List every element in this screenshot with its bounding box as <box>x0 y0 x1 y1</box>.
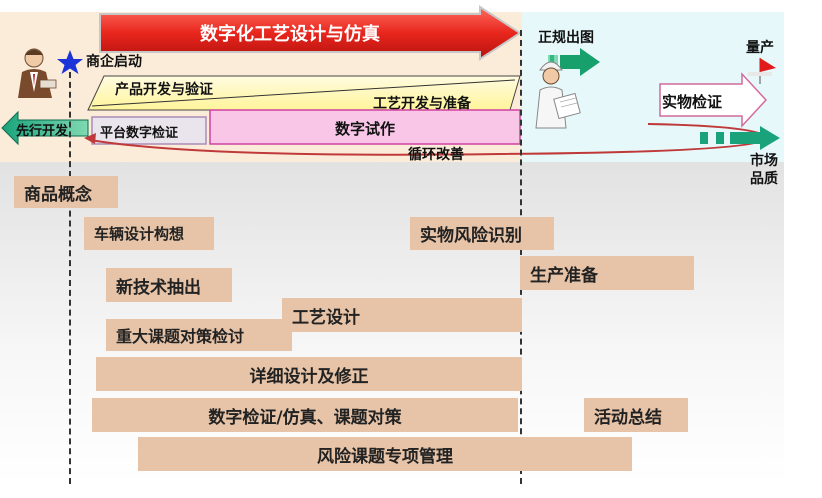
task-product-concept: 商品概念 <box>14 176 118 208</box>
task-detail-design: 详细设计及修正 <box>96 357 522 391</box>
product-dev-label: 产品开发与验证 <box>115 82 213 98</box>
market-quality-label: 市场 品质 <box>750 153 778 187</box>
physical-check-arrow <box>659 72 768 128</box>
drawing-milestone-label: 正规出图 <box>538 30 594 46</box>
task-summary: 活动总结 <box>584 398 688 432</box>
task-new-tech: 新技术抽出 <box>106 268 232 302</box>
flag-base <box>748 72 772 76</box>
platform-check-label: 平台数字检证 <box>100 126 179 141</box>
cycle-improvement-label: 循环改善 <box>408 147 464 163</box>
market-arrow <box>730 126 780 150</box>
physical-check-label: 实物检证 <box>662 93 723 111</box>
parallelogram-diagonal <box>91 79 516 107</box>
digital-trial-box <box>209 109 521 145</box>
businessman-figure <box>18 48 57 98</box>
advance-dev-label: 先行开发 <box>16 124 69 139</box>
banner-title: 数字化工艺设计与仿真 <box>200 24 380 45</box>
start-star-icon <box>57 50 83 74</box>
market-bar2 <box>716 132 724 144</box>
task-risk-management: 风险课题专项管理 <box>138 437 632 471</box>
platform-check-box <box>91 116 207 145</box>
cycle-arrowhead <box>84 133 96 144</box>
mass-production-flag <box>760 58 776 72</box>
mass-production-label: 量产 <box>746 40 774 56</box>
advance-dev-arrow <box>1 110 89 146</box>
task-digital-sim: 数字检证/仿真、课题对策 <box>92 398 518 432</box>
process-dev-label: 工艺开发与准备 <box>373 96 471 112</box>
digital-trial-label: 数字试作 <box>334 120 395 138</box>
market-bar1 <box>700 132 708 144</box>
task-process-design: 工艺设计 <box>282 298 522 332</box>
task-vehicle-concept: 车辆设计构想 <box>84 217 214 250</box>
start-milestone-label: 商企启动 <box>86 54 142 70</box>
banner-arrow <box>99 5 522 61</box>
task-major-issues: 重大课题对策检讨 <box>106 319 292 351</box>
start-milestone-line <box>69 72 71 484</box>
drawing-arrow <box>560 48 600 76</box>
task-production-prep: 生产准备 <box>520 256 694 290</box>
worker-figure <box>535 61 581 129</box>
task-physical-risk: 实物风险识别 <box>410 217 554 250</box>
cycle-loop <box>89 123 770 156</box>
